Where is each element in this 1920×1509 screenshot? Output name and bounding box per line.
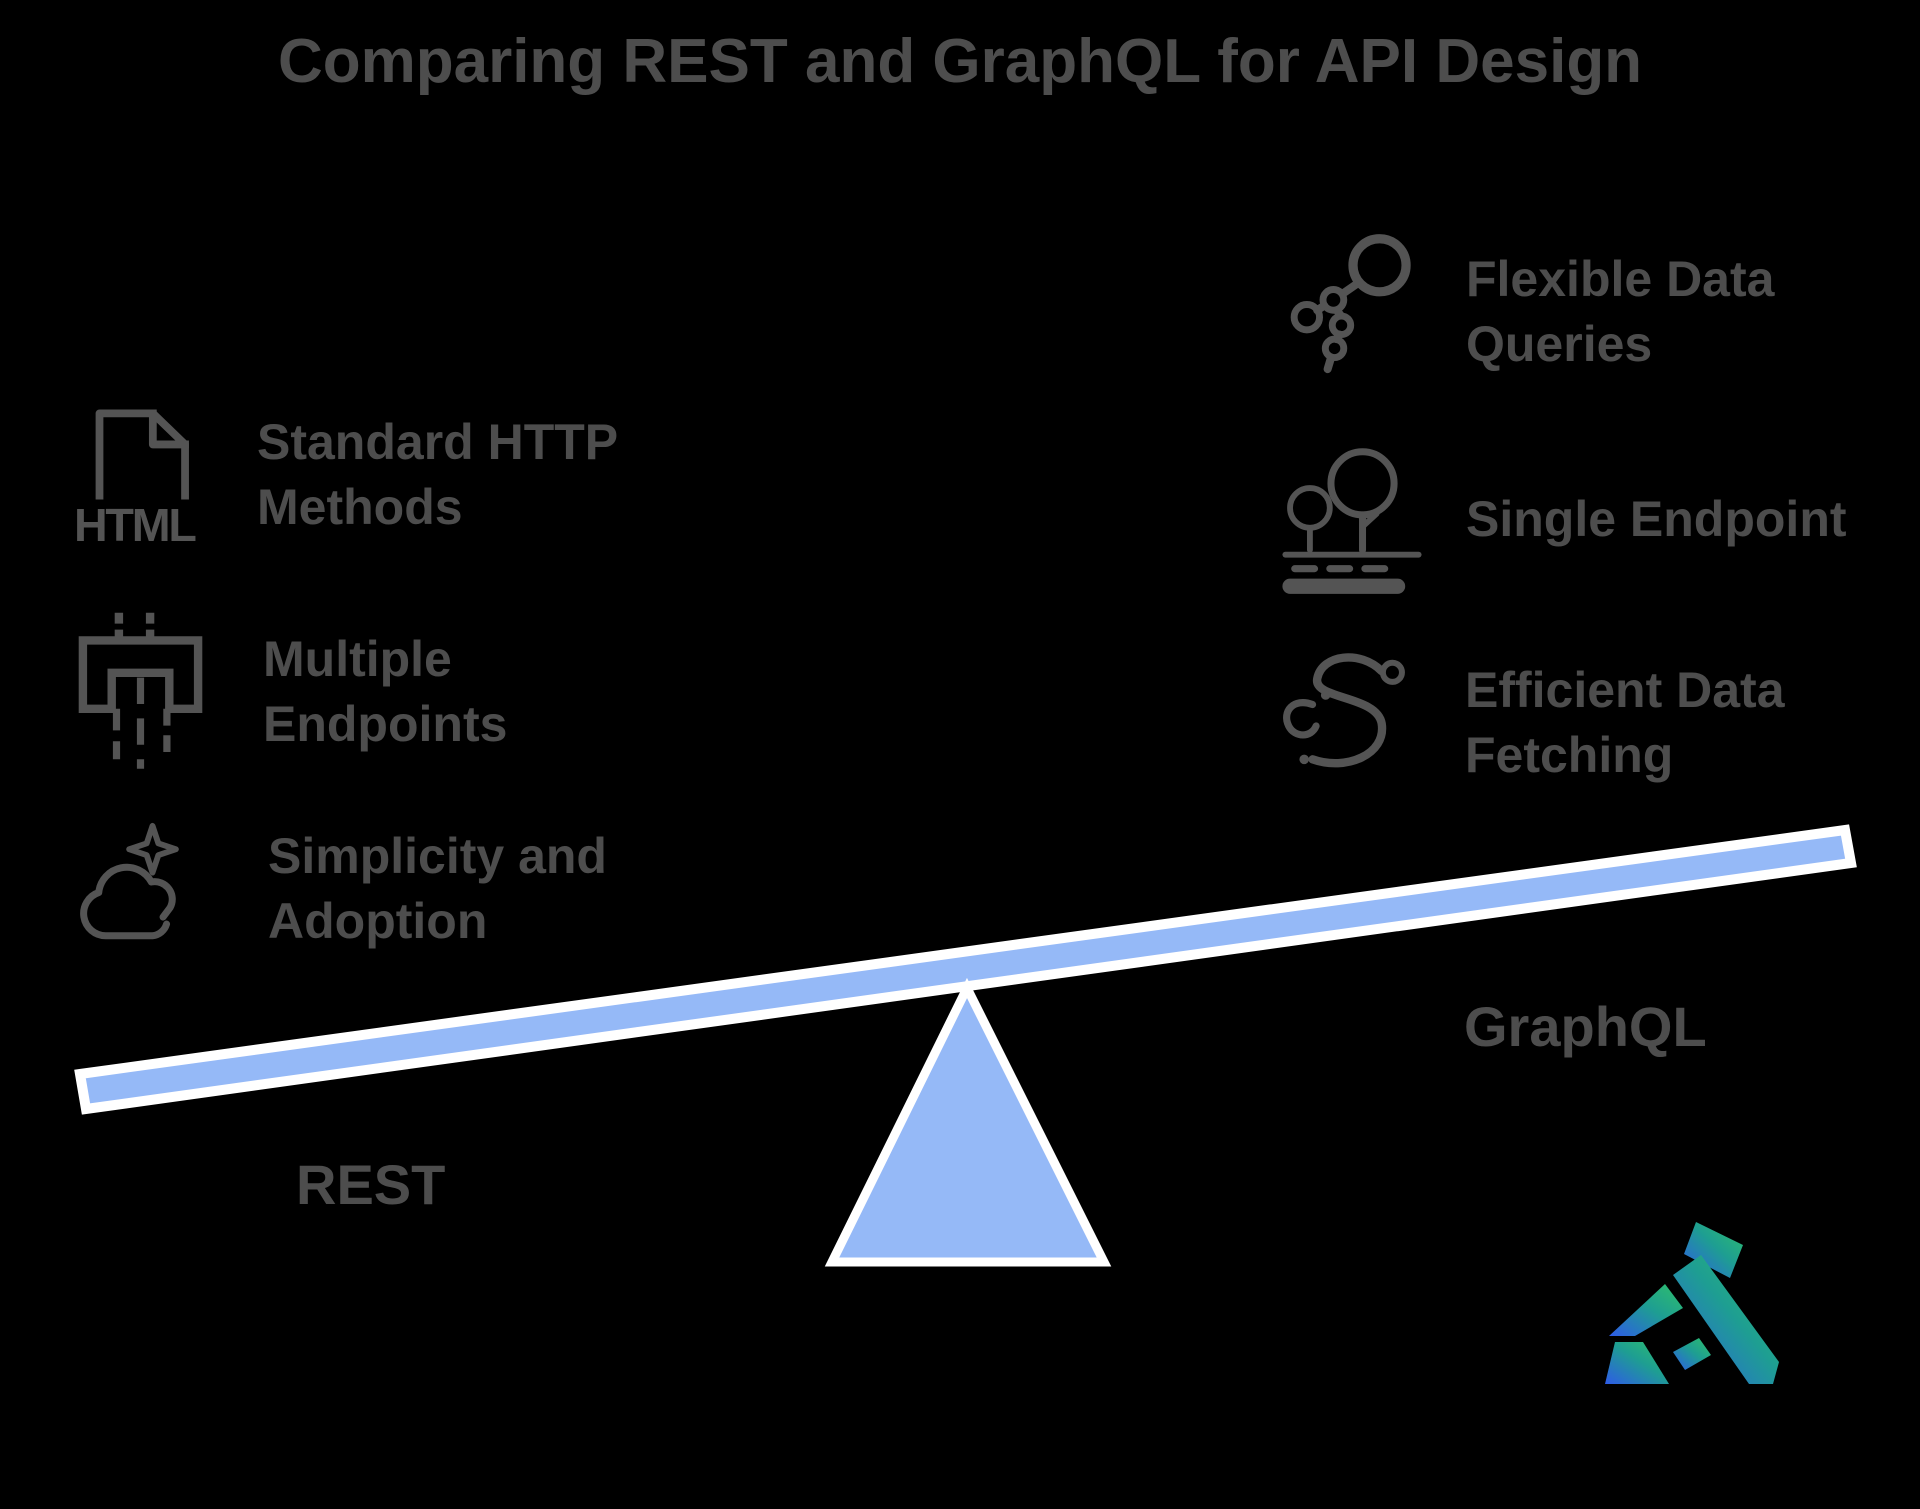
feature-label: Standard HTTP Methods: [257, 414, 618, 535]
rest-label: REST: [296, 1153, 446, 1216]
feature-single-endpoint: Single Endpoint: [1276, 440, 1896, 598]
multi-endpoint-plug-icon: [78, 612, 203, 769]
winding-path-icon: [1283, 653, 1405, 768]
cloud-sparkle-icon-box: [66, 818, 218, 960]
feature-label: Flexible Data Queries: [1466, 251, 1775, 372]
feature-label: Efficient Data Fetching: [1465, 662, 1785, 783]
flexible-query-nodes-icon-box: [1278, 228, 1428, 396]
feature-label: Single Endpoint: [1466, 490, 1847, 547]
brand-logo-shapes: [1605, 1222, 1779, 1384]
feature-label: Simplicity and Adoption: [268, 828, 607, 949]
winding-path-icon-box: [1272, 642, 1427, 804]
html-badge-text: HTML: [74, 499, 196, 550]
feature-simplicity-adoption: Simplicity and Adoption: [66, 818, 658, 960]
feature-flexible-data-queries: Flexible Data Queries: [1278, 228, 1896, 396]
feature-multiple-endpoints: Multiple Endpoints: [68, 608, 653, 776]
seesaw-fulcrum: [824, 977, 1112, 1267]
trees-endpoint-icon: [1282, 448, 1422, 594]
cloud-sparkle-icon: [80, 822, 179, 940]
feature-standard-http-methods: HTML Standard HTTP Methods: [72, 400, 647, 550]
html-file-icon: HTML: [74, 409, 199, 550]
feature-efficient-data-fetching: Efficient Data Fetching: [1272, 642, 1895, 804]
flexible-query-nodes-icon: [1290, 234, 1411, 374]
page-title: Comparing REST and GraphQL for API Desig…: [277, 27, 1643, 96]
trees-endpoint-icon-box: [1276, 440, 1428, 598]
brand-logo: [1605, 1222, 1779, 1384]
multi-endpoint-plug-icon-box: [68, 608, 213, 776]
graphql-label: GraphQL: [1464, 995, 1707, 1058]
feature-label: Multiple Endpoints: [263, 631, 508, 752]
html-file-icon-box: HTML: [72, 400, 207, 550]
